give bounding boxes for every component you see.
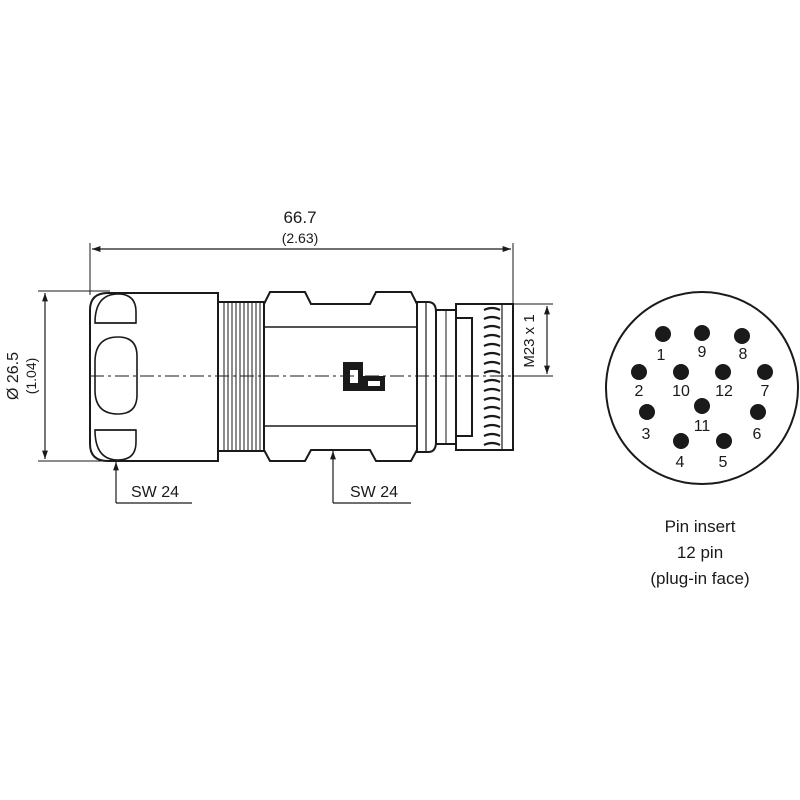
wrench-left-label: SW 24 — [131, 484, 179, 501]
brand-mark — [343, 362, 385, 391]
wrench-callout-right: SW 24 — [330, 451, 411, 504]
pin-label-3: 3 — [642, 426, 651, 443]
pin-label-6: 6 — [753, 426, 762, 443]
pin-9 — [694, 325, 710, 341]
pin-12 — [715, 364, 731, 380]
pin-insert-caption: Pin insert 12 pin (plug-in face) — [650, 517, 749, 588]
pin-label-7: 7 — [761, 383, 770, 400]
thread-label: M23 x 1 — [521, 314, 538, 367]
pin-label-11: 11 — [694, 418, 711, 435]
diameter-mm-label: Ø 26.5 — [5, 352, 22, 400]
pin-11 — [694, 398, 710, 414]
caption-line-2: 12 pin — [677, 543, 723, 562]
pin-7 — [757, 364, 773, 380]
connector-body — [89, 291, 520, 462]
pin-label-2: 2 — [635, 383, 644, 400]
pin-label-12: 12 — [715, 383, 733, 400]
pin-label-9: 9 — [698, 344, 707, 361]
caption-line-1: Pin insert — [665, 517, 736, 536]
pin-insert-face: 1 9 8 2 10 12 7 11 3 6 4 5 — [605, 291, 799, 485]
length-in-label: (2.63) — [282, 230, 319, 246]
pin-label-5: 5 — [719, 454, 728, 471]
pin-label-4: 4 — [676, 454, 685, 471]
cap-nut — [89, 292, 219, 462]
diameter-dimension: Ø 26.5 (1.04) — [5, 290, 110, 462]
pin-5 — [716, 433, 732, 449]
length-dimension: 66.7 (2.63) — [89, 208, 514, 305]
wrench-callout-left: SW 24 — [113, 462, 192, 504]
pin-8 — [734, 328, 750, 344]
thread-dimension: M23 x 1 — [513, 303, 553, 377]
pin-6 — [750, 404, 766, 420]
pin-label-8: 8 — [739, 346, 748, 363]
pin-1 — [655, 326, 671, 342]
wrench-right-label: SW 24 — [350, 484, 398, 501]
pin-label-10: 10 — [672, 383, 690, 400]
diameter-in-label: (1.04) — [23, 358, 39, 395]
pin-label-1: 1 — [657, 347, 666, 364]
caption-line-3: (plug-in face) — [650, 569, 749, 588]
length-mm-label: 66.7 — [283, 208, 316, 227]
pin-3 — [639, 404, 655, 420]
pin-10 — [673, 364, 689, 380]
pin-2 — [631, 364, 647, 380]
pin-4 — [673, 433, 689, 449]
